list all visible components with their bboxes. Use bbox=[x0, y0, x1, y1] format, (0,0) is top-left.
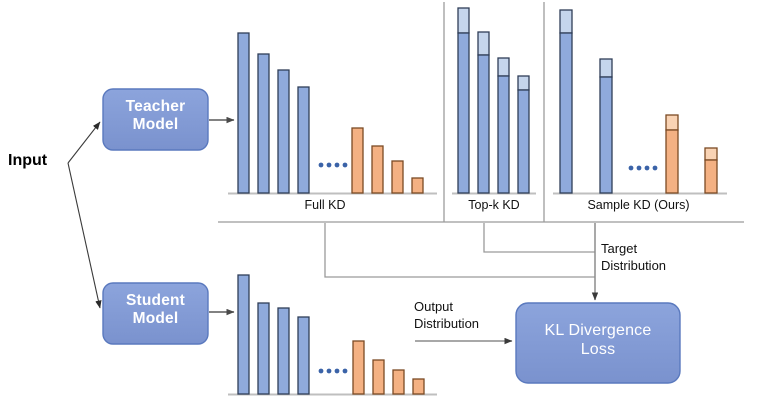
student-ellipsis-dots bbox=[318, 368, 348, 374]
student-model-label-line1: Student bbox=[125, 292, 186, 309]
bar-sample-2-body bbox=[599, 76, 613, 194]
full-kd-bar-group bbox=[237, 32, 424, 194]
bar-student-orange-1 bbox=[352, 340, 365, 395]
bar-topk-3-body bbox=[497, 75, 510, 194]
top-k-kd-panel-label: Top-k KD bbox=[468, 198, 520, 212]
bar-student-blue-3 bbox=[277, 307, 290, 395]
kl-divergence-loss-box[interactable] bbox=[515, 302, 681, 384]
bar-orange-2 bbox=[371, 145, 384, 194]
teacher-model-label-line1: Teacher bbox=[125, 98, 186, 115]
bar-orange-1 bbox=[351, 127, 364, 194]
full-kd-panel-label: Full KD bbox=[304, 198, 346, 212]
top-k-kd-bar-group bbox=[457, 7, 530, 194]
bar-topk-2-body bbox=[477, 54, 490, 194]
bar-orange-4 bbox=[411, 177, 424, 194]
bar-student-orange-2 bbox=[372, 359, 385, 395]
sample-kd-bar-group bbox=[559, 9, 718, 194]
bar-orange-3 bbox=[391, 160, 404, 194]
sample-kd-panel-label: Sample KD (Ours) bbox=[587, 198, 690, 212]
bar-sample-2-cap bbox=[599, 58, 613, 78]
bar-topk-2-cap bbox=[477, 31, 490, 56]
student-model-label-line2: Model bbox=[132, 310, 179, 328]
bar-student-orange-4 bbox=[412, 378, 425, 395]
bar-topk-1-body bbox=[457, 32, 470, 194]
student-model-label: Student Model bbox=[103, 292, 208, 329]
target-distribution-line2: Distribution bbox=[601, 257, 667, 273]
teacher-model-label: Teacher Model bbox=[103, 98, 208, 135]
bar-blue-2 bbox=[257, 53, 270, 194]
bar-sample-4-body bbox=[704, 159, 718, 194]
output-distribution-line2: Distribution bbox=[414, 315, 480, 331]
bar-sample-3-cap bbox=[665, 114, 679, 131]
student-model-box[interactable] bbox=[102, 282, 209, 345]
bar-topk-3-cap bbox=[497, 57, 510, 77]
bar-topk-4-cap bbox=[517, 75, 530, 91]
full-kd-ellipsis-dots bbox=[318, 162, 348, 168]
target-distribution-connector bbox=[324, 223, 599, 301]
output-distribution-annotation: Output Distribution bbox=[414, 299, 479, 332]
target-distribution-line1: Target bbox=[601, 241, 638, 256]
bar-sample-4-cap bbox=[704, 147, 718, 161]
bar-blue-3 bbox=[277, 69, 290, 194]
bar-student-blue-2 bbox=[257, 302, 270, 395]
bar-student-blue-1 bbox=[237, 274, 250, 395]
output-distribution-line1: Output bbox=[414, 299, 454, 314]
bar-sample-1-cap bbox=[559, 9, 573, 34]
bar-topk-4-body bbox=[517, 89, 530, 194]
student-output-bar-group bbox=[237, 274, 425, 395]
sample-kd-ellipsis-dots bbox=[628, 165, 658, 171]
kl-loss-label-line1: KL Divergence bbox=[544, 322, 652, 339]
teacher-model-label-line2: Model bbox=[132, 116, 179, 134]
kl-loss-label-line2: Loss bbox=[580, 340, 616, 358]
bar-sample-3-body bbox=[665, 129, 679, 194]
kl-divergence-loss-label: KL Divergence Loss bbox=[516, 322, 680, 360]
bar-sample-1-body bbox=[559, 32, 573, 194]
bar-topk-1-cap bbox=[457, 7, 470, 34]
bar-student-orange-3 bbox=[392, 369, 405, 395]
teacher-model-box[interactable] bbox=[102, 88, 209, 151]
bar-student-blue-4 bbox=[297, 316, 310, 395]
input-label: Input bbox=[8, 152, 48, 169]
input-to-teacher-arrow bbox=[67, 121, 101, 164]
bar-blue-1 bbox=[237, 32, 250, 194]
bar-blue-4 bbox=[297, 86, 310, 194]
input-to-student-arrow bbox=[67, 162, 102, 309]
target-distribution-annotation: Target Distribution bbox=[601, 241, 666, 274]
